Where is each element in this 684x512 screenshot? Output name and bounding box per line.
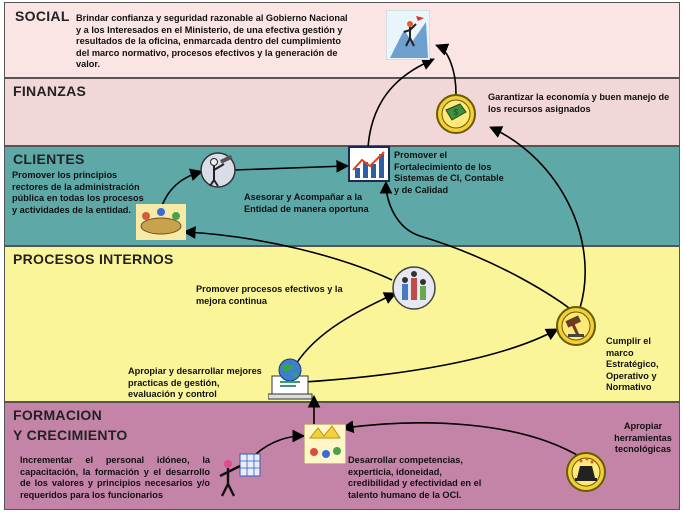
formacion-title-1: FORMACION (13, 407, 103, 423)
svg-text:$: $ (454, 108, 459, 117)
procesos-right-text: Cumplir el marco Estratégico, Operativo … (606, 336, 659, 392)
arrow-observer-to-chart (233, 159, 350, 173)
procesos-title: PROCESOS INTERNOS (13, 251, 174, 267)
arrow-chart-to-social (367, 58, 435, 149)
arrow-gavel-to-chart (379, 180, 575, 313)
social-title: SOCIAL (15, 8, 70, 24)
clientes-left-text: Promover los principios rectores de la a… (12, 170, 144, 215)
band-social: SOCIAL (4, 2, 680, 78)
clientes-center-text: Asesorar y Acompañar a la Entidad de man… (244, 192, 369, 214)
formacion-title-2: Y CRECIMIENTO (13, 427, 128, 443)
finanzas-objective-text: Garantizar la economía y buen manejo de … (488, 92, 670, 114)
formacion-left-text: Incrementar el personal idóneo, la capac… (20, 455, 210, 500)
team-work-icon (392, 266, 436, 310)
arrow-gavel-to-money (489, 126, 586, 309)
speaker-figure-icon (219, 453, 261, 497)
success-figure-icon (386, 10, 430, 60)
social-objective-text: Brindar confianza y seguridad razonable … (76, 13, 348, 69)
finanzas-title: FINANZAS (13, 83, 87, 99)
arrow-tech-to-board (340, 420, 583, 459)
formacion-right-text: Apropiar herramientas tecnológicas (614, 421, 672, 454)
observer-telescope-icon (200, 152, 236, 188)
arrow-globe-to-gavel (303, 328, 559, 383)
formacion-center-text: Desarrollar competencias, experticia, id… (348, 455, 482, 500)
lightbulb-hat-icon (566, 452, 606, 492)
arrow-money-to-social (435, 43, 457, 95)
procesos-top-text: Promover procesos efectivos y la mejora … (196, 284, 343, 306)
bulletin-board-icon (304, 424, 346, 464)
money-coin-icon: $ (436, 94, 476, 134)
meeting-table-icon (136, 204, 186, 240)
clientes-right-text: Promover el Fortalecimiento de los Siste… (394, 150, 504, 195)
growth-chart-icon (348, 146, 390, 182)
arrow-speaker-to-board (255, 429, 306, 455)
gavel-coin-icon (556, 306, 596, 346)
globe-computer-icon (268, 358, 313, 400)
band-finanzas: FINANZAS (4, 78, 680, 146)
clientes-title: CLIENTES (13, 151, 85, 167)
procesos-left-text: Apropiar y desarrollar mejores practicas… (128, 366, 262, 399)
arrow-team-to-meeting (182, 226, 393, 281)
arrow-globe-to-team (295, 292, 397, 365)
